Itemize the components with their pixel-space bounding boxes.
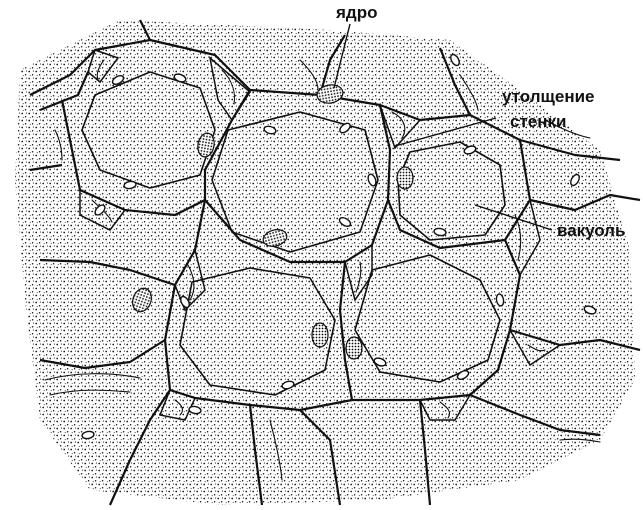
wall-thickening-label-line1: утолщение xyxy=(502,87,595,106)
wall-thickening-label-line2: стенки xyxy=(510,112,566,131)
nucleus-label: ядро xyxy=(335,3,377,22)
vacuole-label: вакуоль xyxy=(557,221,625,240)
